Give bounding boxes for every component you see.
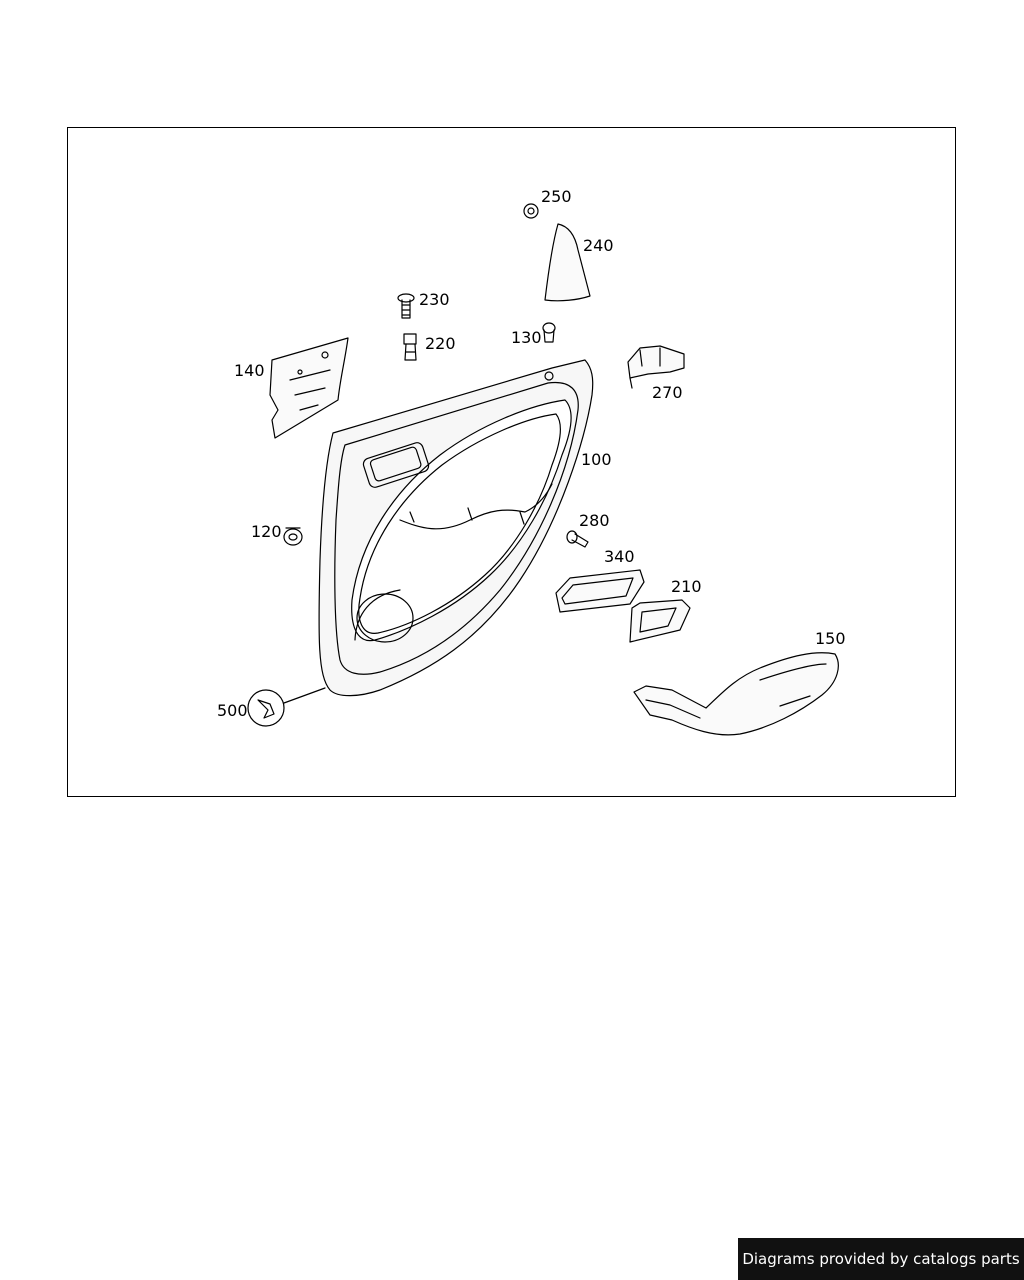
bushing-part-130[interactable] bbox=[542, 322, 556, 343]
repair-kit-part-500[interactable] bbox=[247, 687, 326, 727]
grommet-part-120[interactable] bbox=[283, 527, 303, 546]
callout-270[interactable]: 270 bbox=[652, 383, 683, 402]
clip-part-220[interactable] bbox=[403, 333, 417, 361]
bracket-part-270[interactable] bbox=[627, 345, 685, 389]
callout-280[interactable]: 280 bbox=[579, 511, 610, 530]
callout-150[interactable]: 150 bbox=[815, 629, 846, 648]
watermark-banner: Diagrams provided by catalogs parts bbox=[738, 1238, 1024, 1280]
screw-part-230[interactable] bbox=[397, 293, 415, 319]
bezel-part-340[interactable] bbox=[555, 569, 645, 613]
callout-140[interactable]: 140 bbox=[234, 361, 265, 380]
callout-230[interactable]: 230 bbox=[419, 290, 450, 309]
cover-part-240[interactable] bbox=[544, 223, 591, 302]
diagram-frame bbox=[67, 127, 956, 797]
door-panel-part-100[interactable] bbox=[318, 359, 594, 697]
handle-part-210[interactable] bbox=[629, 599, 691, 643]
callout-250[interactable]: 250 bbox=[541, 187, 572, 206]
callout-120[interactable]: 120 bbox=[251, 522, 282, 541]
callout-220[interactable]: 220 bbox=[425, 334, 456, 353]
callout-340[interactable]: 340 bbox=[604, 547, 635, 566]
callout-240[interactable]: 240 bbox=[583, 236, 614, 255]
insulation-part-140[interactable] bbox=[269, 337, 349, 439]
clip-part-250[interactable] bbox=[523, 203, 539, 219]
callout-210[interactable]: 210 bbox=[671, 577, 702, 596]
screw-part-280[interactable] bbox=[566, 530, 589, 548]
callout-130[interactable]: 130 bbox=[511, 328, 542, 347]
callout-500[interactable]: 500 bbox=[217, 701, 248, 720]
callout-100[interactable]: 100 bbox=[581, 450, 612, 469]
armrest-part-150[interactable] bbox=[633, 652, 839, 736]
